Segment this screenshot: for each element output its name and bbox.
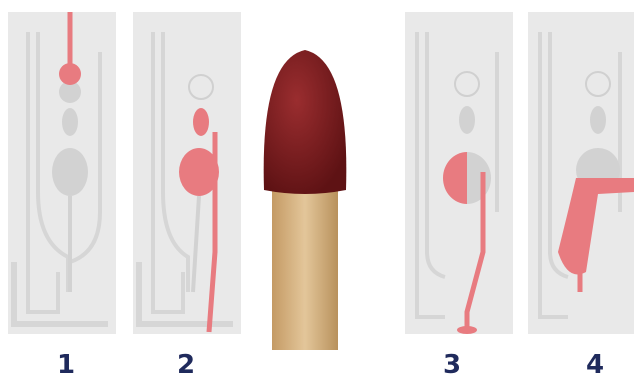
match-stick bbox=[272, 180, 338, 350]
match-head bbox=[264, 50, 347, 194]
fluid-droplet bbox=[59, 63, 81, 85]
channel-diagram-3 bbox=[405, 12, 513, 334]
channel-diagram-4 bbox=[528, 12, 634, 334]
channel-diagram-1 bbox=[8, 12, 116, 334]
fluid-spill bbox=[558, 178, 634, 275]
microfluidic-panel-1 bbox=[8, 12, 116, 334]
step-label-1: 1 bbox=[36, 350, 96, 380]
microfluidic-panel-4 bbox=[528, 12, 634, 334]
match-photo bbox=[250, 40, 360, 350]
step-label-4: 4 bbox=[565, 350, 625, 380]
channel-diagram-2 bbox=[133, 12, 241, 334]
step-label-3: 3 bbox=[422, 350, 482, 380]
fluid-reservoir bbox=[443, 152, 467, 204]
step-label-2: 2 bbox=[156, 350, 216, 380]
microfluidic-panel-2 bbox=[133, 12, 241, 334]
microfluidic-panel-3 bbox=[405, 12, 513, 334]
